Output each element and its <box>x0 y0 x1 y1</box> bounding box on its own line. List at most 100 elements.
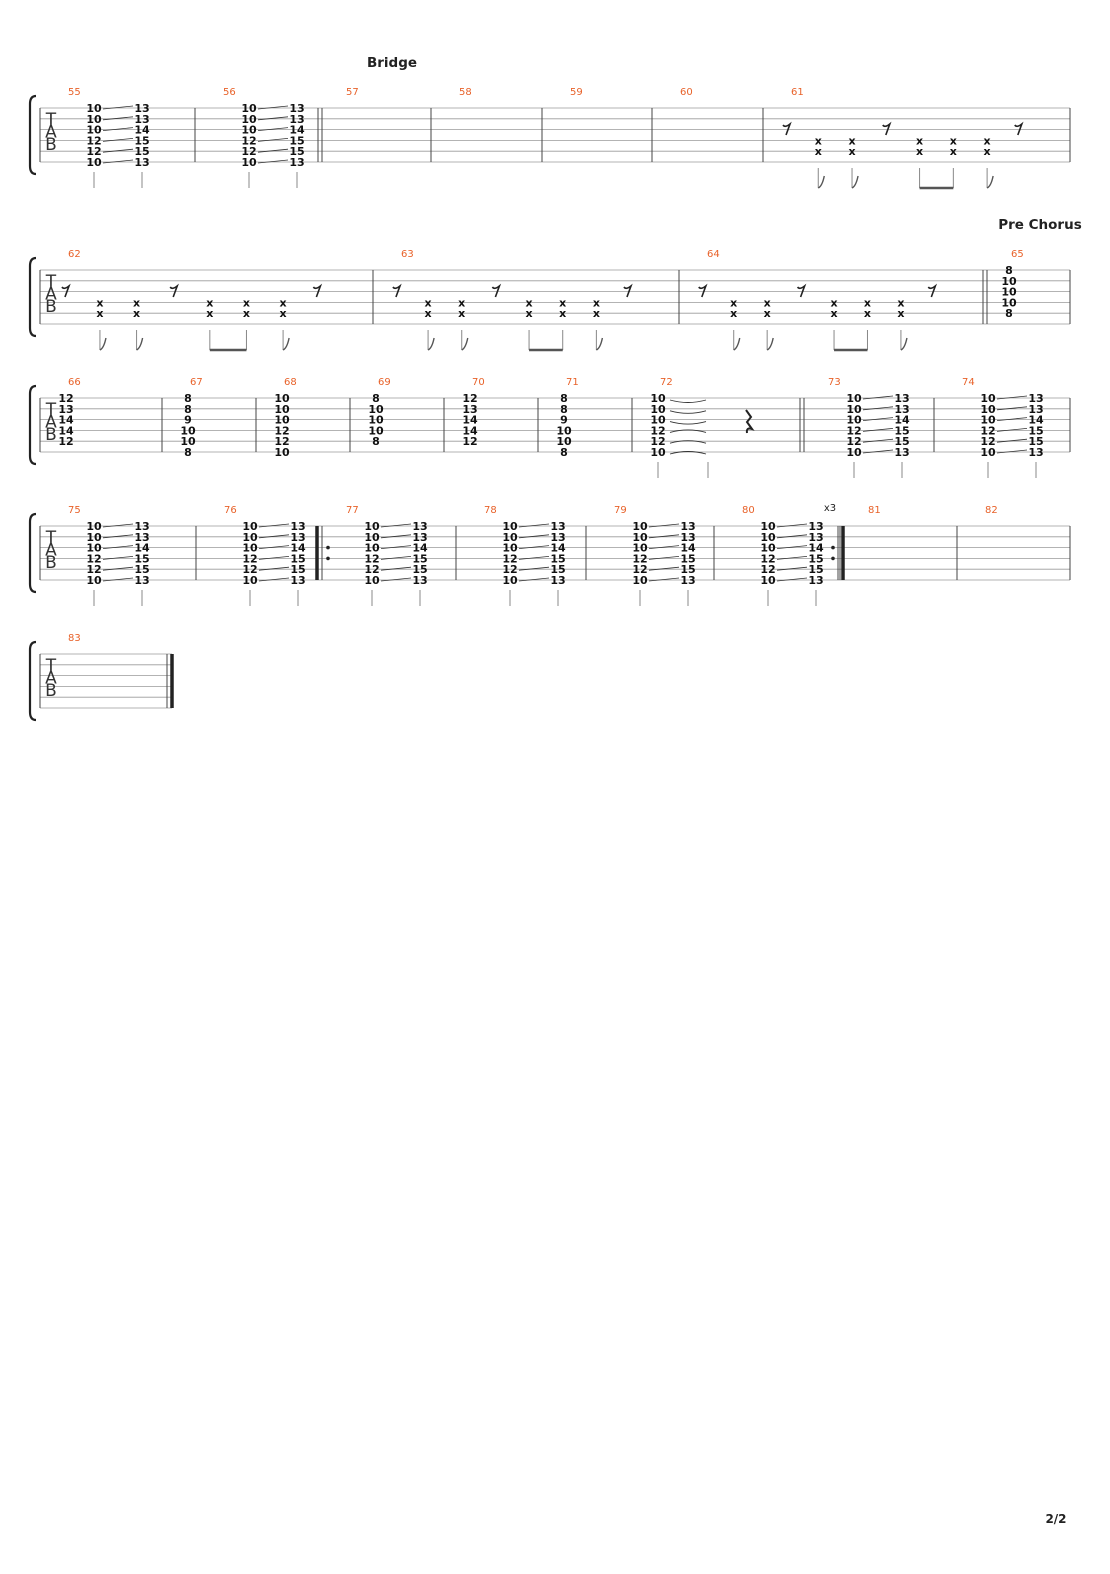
measure-number: 76 <box>224 505 237 516</box>
fret-number: 12 <box>86 145 101 158</box>
fret-number: 10 <box>241 113 257 126</box>
fret-number: 13 <box>134 102 149 115</box>
slide-line <box>258 534 290 539</box>
slide-line <box>257 138 289 142</box>
fret-number: 15 <box>808 563 823 576</box>
fret-number: 13 <box>412 520 427 533</box>
measure-number: 74 <box>962 377 975 388</box>
tie-arc <box>669 440 707 444</box>
fret-number: 10 <box>846 414 862 427</box>
slide-line <box>102 523 134 528</box>
fret-number: 14 <box>550 542 566 555</box>
fret-number: 10 <box>274 392 290 405</box>
slide-line <box>258 566 290 571</box>
slide-line <box>257 148 289 153</box>
fret-number: 15 <box>680 552 695 565</box>
slide-line <box>380 545 412 549</box>
fret-number: 10 <box>242 574 258 587</box>
measure-number: 69 <box>378 377 391 388</box>
fret-number: 12 <box>241 145 256 158</box>
fret-number: 10 <box>274 446 290 459</box>
dead-note: x <box>815 145 822 158</box>
tab-clef-letter: B <box>45 425 57 445</box>
fret-number: 13 <box>58 403 73 416</box>
fret-number: 10 <box>86 102 102 115</box>
tab-clef-letter: A <box>45 413 57 433</box>
dead-note: x <box>830 307 837 320</box>
fret-number: 10 <box>274 414 290 427</box>
slide-line <box>648 556 680 560</box>
fret-number: 15 <box>1028 435 1043 448</box>
dead-note: x <box>559 296 566 309</box>
dead-note: x <box>950 145 957 158</box>
dead-note: x <box>280 296 287 309</box>
fret-number: 10 <box>364 531 380 544</box>
measure-number: 60 <box>680 87 693 98</box>
fret-number: 13 <box>550 520 565 533</box>
slide-line <box>380 556 412 560</box>
slide-line <box>257 116 289 121</box>
eighth-rest <box>1014 121 1024 136</box>
dead-note: x <box>764 296 771 309</box>
measure-number: 73 <box>828 377 841 388</box>
system-brace <box>28 384 37 466</box>
tab-clef-letter: B <box>45 135 57 155</box>
fret-number: 10 <box>364 542 380 555</box>
fret-number: 15 <box>290 552 305 565</box>
tie-arc <box>669 451 707 455</box>
fret-number: 10 <box>180 435 196 448</box>
fret-number: 8 <box>560 403 568 416</box>
eighth-rest <box>927 283 938 298</box>
slide-line <box>996 417 1028 421</box>
measure-number: 81 <box>868 505 881 516</box>
tab-clef-letter: B <box>45 681 57 701</box>
note-flag <box>986 175 994 189</box>
fret-number: 13 <box>1028 446 1043 459</box>
dead-note: x <box>764 307 771 320</box>
fret-number: 14 <box>462 424 478 437</box>
fret-number: 10 <box>846 403 862 416</box>
eighth-rest <box>61 283 71 298</box>
dead-note: x <box>243 307 250 320</box>
section-label: Bridge <box>367 55 417 71</box>
fret-number: 12 <box>502 563 517 576</box>
measure-number: 59 <box>570 87 583 98</box>
note-flag <box>817 175 825 189</box>
note-flag <box>851 175 859 189</box>
repeat-dot <box>326 545 330 550</box>
page-number: 2/2 <box>1045 1512 1066 1526</box>
dead-note: x <box>864 307 871 320</box>
fret-number: 12 <box>241 134 256 147</box>
fret-number: 13 <box>550 531 565 544</box>
fret-number: 13 <box>134 574 149 587</box>
tab-clef-letter: T <box>45 656 57 676</box>
dead-note: x <box>864 296 871 309</box>
fret-number: 10 <box>760 574 776 587</box>
tie-arc <box>669 421 707 425</box>
system-brace <box>28 640 37 722</box>
quarter-rest <box>745 409 755 434</box>
slide-line <box>102 105 134 110</box>
slide-line <box>862 428 894 432</box>
measure: 82 <box>985 505 998 516</box>
fret-number: 15 <box>134 134 149 147</box>
slide-line <box>258 545 290 549</box>
fret-number: 15 <box>290 563 305 576</box>
slide-line <box>518 545 550 549</box>
fret-number: 12 <box>760 563 775 576</box>
tab-clef-letter: B <box>45 553 57 573</box>
measure: 81 <box>868 505 881 516</box>
dead-note: x <box>593 307 600 320</box>
fret-number: 12 <box>650 435 665 448</box>
fret-number: 12 <box>462 392 477 405</box>
fret-number: 10 <box>86 542 102 555</box>
fret-number: 10 <box>1001 296 1017 309</box>
eighth-rest <box>312 283 323 298</box>
tab-clef-letter: A <box>45 123 57 143</box>
